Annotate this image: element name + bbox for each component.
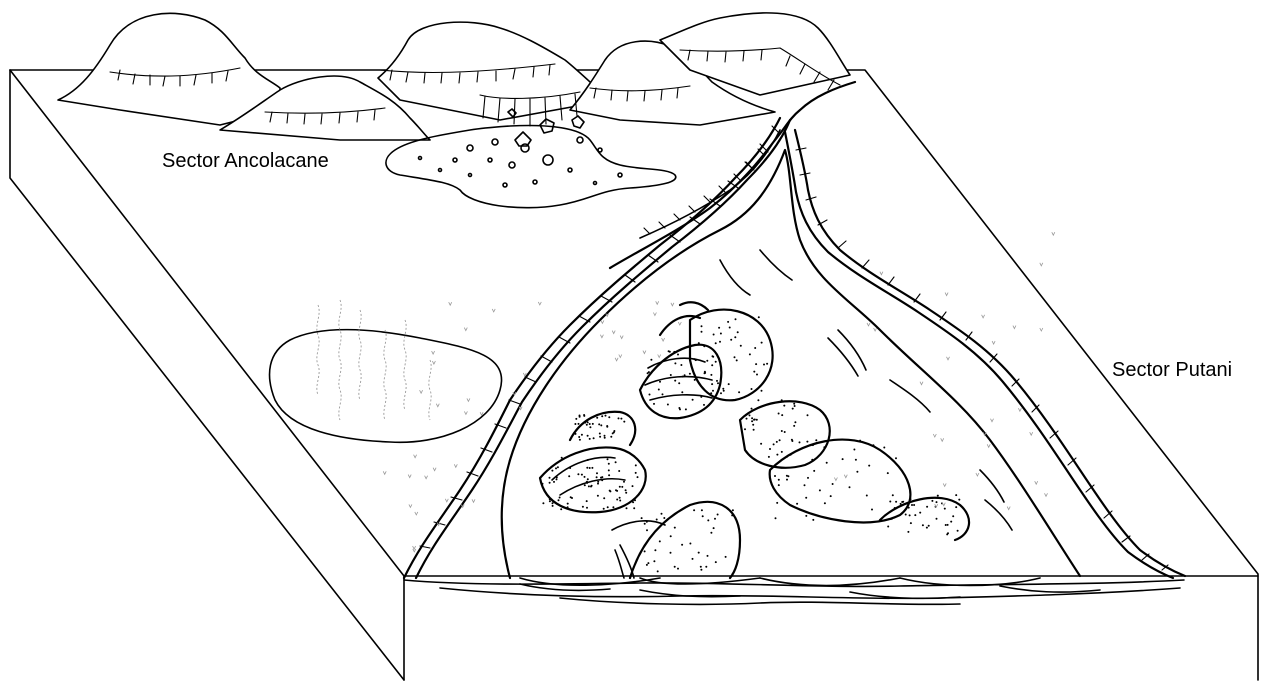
- sector-putani-label: Sector Putani: [1112, 359, 1232, 382]
- rock-glacier: [502, 150, 1080, 586]
- sector-ancolacane-label: Sector Ancolacane: [162, 150, 329, 173]
- hills: [58, 13, 850, 140]
- lake: [270, 300, 502, 442]
- stipple-texture: [542, 316, 961, 575]
